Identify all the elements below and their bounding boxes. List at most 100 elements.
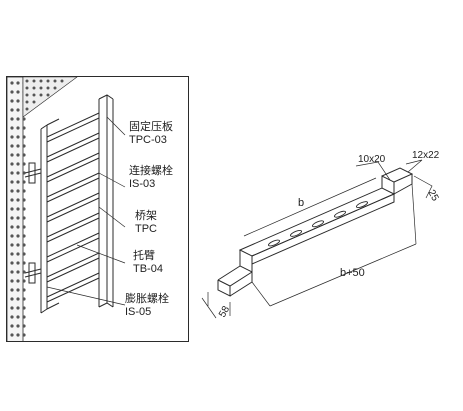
wall-corner-dot <box>25 107 29 111</box>
wall-dot <box>16 171 20 175</box>
slot-size-label: 10x20 <box>358 154 386 165</box>
slot-hole <box>355 201 369 209</box>
wall-dot <box>10 135 14 139</box>
wall-dot <box>16 81 20 85</box>
wall-dot <box>10 315 14 319</box>
wall-dot <box>10 252 14 256</box>
wall-dot <box>16 153 20 157</box>
wall-dot <box>22 135 26 139</box>
wall-corner-dot <box>25 100 29 104</box>
wall-dot <box>10 90 14 94</box>
wall-dot <box>16 234 20 238</box>
wall-dot <box>10 270 14 274</box>
wall-dot <box>22 144 26 148</box>
wall-section <box>7 77 78 341</box>
wall-dot <box>22 153 26 157</box>
wall-dot <box>16 297 20 301</box>
fixing-plate-label: 固定压板 <box>129 121 173 133</box>
wall-dot <box>16 135 20 139</box>
wall-dot <box>10 180 14 184</box>
wall-dot <box>22 207 26 211</box>
wall-dot <box>10 162 14 166</box>
ladder-rung <box>46 152 100 183</box>
wall-dot <box>10 171 14 175</box>
end-slot-size-label: 12x22 <box>412 150 440 161</box>
wall-dot <box>10 108 14 112</box>
wall-dot <box>22 216 26 220</box>
wall-dot <box>16 117 20 121</box>
wall-dot <box>10 333 14 337</box>
wall-dot <box>22 225 26 229</box>
wall-dot <box>22 171 26 175</box>
wall-dot <box>10 261 14 265</box>
bracket-label: 托臂 <box>133 250 155 262</box>
ladder-rung <box>46 232 100 263</box>
bracket-arm-svg: b b+50 10x20 12x22 25 58 <box>201 150 441 320</box>
wall-dot <box>22 162 26 166</box>
wall-dot <box>22 288 26 292</box>
wall-dot <box>10 306 14 310</box>
ladder-tray-installation-figure: 固定压板 TPC-03 连接螺栓 IS-03 桥架 TPC 托臂 TB-04 膨… <box>6 76 189 342</box>
wall-dot <box>10 243 14 247</box>
wall-dot <box>22 126 26 130</box>
wall-dot <box>10 225 14 229</box>
wall-dot <box>16 126 20 130</box>
slot-hole <box>311 220 325 228</box>
wall-dot <box>16 90 20 94</box>
wall-corner-dot <box>60 79 64 83</box>
ladder-rung <box>46 252 100 283</box>
wall-dot <box>10 207 14 211</box>
ladder-rails <box>24 94 114 314</box>
slot-hole <box>289 229 303 237</box>
wall-dot <box>22 324 26 328</box>
ladder-rung <box>46 272 100 303</box>
wall-dot <box>16 108 20 112</box>
wall-dot <box>22 270 26 274</box>
height-dimension-label: 25 <box>425 188 440 204</box>
dimension-lines <box>201 159 433 319</box>
wall-dot <box>16 225 20 229</box>
wall-dot <box>22 333 26 337</box>
wall-dot <box>16 99 20 103</box>
wall-dot <box>16 207 20 211</box>
ladder-rung <box>46 192 100 223</box>
wall-corner-dot <box>53 86 57 90</box>
ladder-tray-svg <box>7 77 126 341</box>
wall-dot <box>16 261 20 265</box>
wall-dot <box>10 324 14 328</box>
wall-dot <box>22 117 26 121</box>
wall-corner-dot <box>25 79 29 83</box>
wall-dot <box>22 243 26 247</box>
wall-dot <box>16 189 20 193</box>
wall-dot <box>16 333 20 337</box>
wall-dot <box>16 279 20 283</box>
wall-corner-dot <box>25 93 29 97</box>
wall-dot <box>16 252 20 256</box>
wall-dot <box>10 234 14 238</box>
ladder-rung <box>46 172 100 203</box>
wall-corner-dots <box>25 79 64 111</box>
wall-corner-dot <box>39 93 43 97</box>
ladder-rung <box>46 112 100 143</box>
wall-corner-dot <box>46 93 50 97</box>
wall-dot <box>22 315 26 319</box>
wall-dot <box>10 279 14 283</box>
wall-corner-dot <box>32 79 36 83</box>
wall-dot <box>16 180 20 184</box>
wall-dot <box>16 198 20 202</box>
wall-corner-dot <box>53 79 57 83</box>
wall-dot <box>16 162 20 166</box>
wall-corner-dot <box>39 86 43 90</box>
wall-dot <box>10 144 14 148</box>
fixing-plate-code: TPC-03 <box>129 134 167 146</box>
wall-dot <box>22 279 26 283</box>
wall-dot <box>16 144 20 148</box>
wall-dot <box>10 117 14 121</box>
wall-dot <box>16 324 20 328</box>
ladder-rungs <box>46 112 100 303</box>
wall-dot <box>10 81 14 85</box>
wall-dot <box>16 306 20 310</box>
width-dimension-label: 58 <box>217 304 232 320</box>
wall-corner-dot <box>32 100 36 104</box>
slot-hole <box>267 239 281 247</box>
